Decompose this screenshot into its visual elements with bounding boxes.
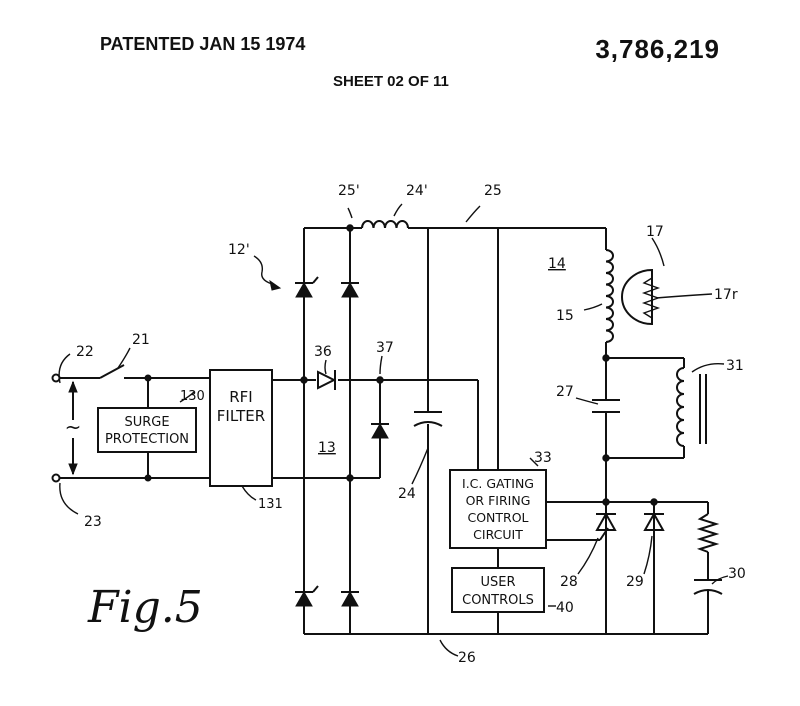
gating-label-line3: CONTROL [467,510,528,525]
ref-26: 26 [458,650,476,666]
capacitor-24 [413,421,443,427]
junctions [144,224,658,506]
ref-15: 15 [556,308,574,324]
ref-22: 22 [76,344,94,360]
ref-130: 130 [180,389,205,404]
ref-25: 25 [484,183,502,199]
surge-protection-block [97,407,197,453]
lamp-17 [621,268,653,326]
user-controls-block [451,567,545,613]
sheet-number: SHEET 02 OF 11 [333,73,449,90]
patent-number: 3,786,219 [595,34,720,64]
ac-gap [58,420,88,438]
diode-36 [317,370,337,390]
ref-24: 24 [398,486,416,502]
ref-25p: 25' [338,183,360,199]
ref-14: 14 [548,256,566,272]
gating-label-line4: CIRCUIT [473,527,523,542]
ref-17r: 17r [714,287,738,303]
diode-29 [643,511,665,531]
gating-label-line1: I.C. GATING [462,476,534,491]
capacitor-30 [693,589,723,595]
inductor-15 [605,249,614,343]
diode-small [371,422,389,439]
ref-37: 37 [376,340,394,356]
ref-29: 29 [626,574,644,590]
ref-33: 33 [534,450,552,466]
ref-30: 30 [728,566,746,582]
ac-source-symbol: ~ [65,415,82,439]
diode-lower-right [341,590,359,607]
ref-13: 13 [318,440,336,456]
switch-21 [99,364,125,379]
surge-label-line1: SURGE [124,415,169,430]
ref-36: 36 [314,344,332,360]
ref-17: 17 [646,224,664,240]
rfi-filter-block [209,369,273,487]
terminal-23 [51,473,61,483]
ref-23: 23 [84,514,102,530]
arrow-head [68,380,78,393]
components [51,220,723,613]
ref-24p: 24' [406,183,428,199]
scr-upper-left [295,276,319,298]
ref-40: 40 [556,600,574,616]
ref-28: 28 [560,574,578,590]
block-labels: SURGE PROTECTION RFI FILTER I.C. GATING … [65,388,534,608]
user-label-line1: USER [480,575,515,590]
rfi-label-line2: FILTER [217,407,265,425]
ref-12p: 12' [228,242,250,258]
arrow-head [68,463,78,476]
patent-date: PATENTED JAN 15 1974 [100,34,306,54]
rfi-label-line1: RFI [229,388,252,406]
scr-lower-left [295,585,319,607]
diode-upper-right [341,281,359,298]
ref-31: 31 [726,358,744,374]
ref-27: 27 [556,384,574,400]
surge-label-line2: PROTECTION [105,432,189,447]
ref-21: 21 [132,332,150,348]
figure-label: Fig.5 [88,582,203,633]
reference-numerals: 25' 24' 25 12' 14 17 17r 15 31 27 21 22 … [76,183,746,666]
inductor-24p [361,220,409,229]
leaders [58,203,729,657]
gating-circuit-block [449,469,547,549]
ref-131: 131 [258,497,283,512]
scr-28 [595,511,617,531]
inductor-31 [676,367,685,447]
resistor [696,513,720,553]
user-label-line2: CONTROLS [462,593,534,608]
gating-label-line2: OR FIRING [466,493,531,508]
